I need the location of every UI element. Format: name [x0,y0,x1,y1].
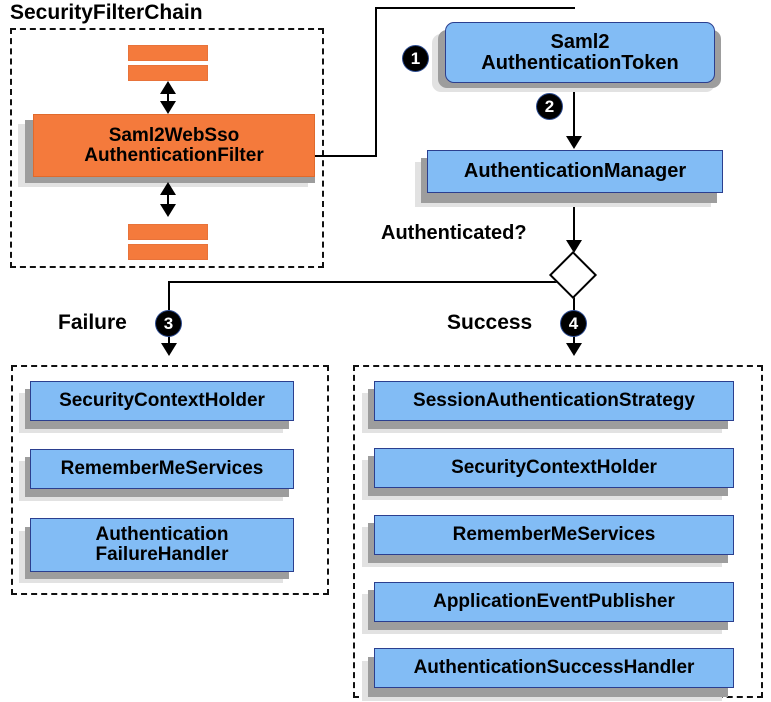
authenticated-decision-diamond [548,250,598,300]
failure-item-3-label-line1: Authentication [95,524,229,546]
token-to-manager-arrow [566,136,582,149]
failure-item-3[interactable]: Authentication FailureHandler [30,518,294,572]
filter-bottom-arrow-up [160,182,176,195]
success-item-3[interactable]: RememberMeServices [374,515,734,555]
failure-branch-group [11,365,329,595]
badge-3: 3 [156,311,181,336]
security-filter-chain-group [10,28,324,268]
authentication-manager-node[interactable]: AuthenticationManager [427,150,723,193]
manager-label: AuthenticationManager [463,160,687,182]
failure-arrow [161,343,177,356]
failure-item-1-label: SecurityContextHolder [59,390,265,412]
failure-item-1[interactable]: SecurityContextHolder [30,381,294,421]
saml2-websso-authentication-filter-node[interactable]: Saml2WebSso AuthenticationFilter [33,114,315,177]
token-label-line1: Saml2 [550,30,610,53]
success-arrow [566,343,582,356]
filter-stripe-top-1 [128,45,208,61]
filter-stripe-top-2 [128,65,208,81]
filter-label-line1: Saml2WebSso [108,124,240,146]
filter-bottom-connector-line [167,184,169,212]
failure-item-2-label: RememberMeServices [60,458,264,480]
success-item-4[interactable]: ApplicationEventPublisher [374,582,734,622]
filter-top-arrow-up [160,81,176,94]
filter-top-connector-line [167,83,169,109]
token-label-line2: AuthenticationToken [481,51,679,74]
failure-label: Failure [58,311,127,334]
manager-to-decision-line [573,193,575,245]
success-item-3-label: RememberMeServices [452,524,656,546]
success-item-2[interactable]: SecurityContextHolder [374,448,734,488]
success-label: Success [447,311,533,334]
failure-item-3-label-line2: FailureHandler [95,544,229,565]
saml2-authentication-token-node[interactable]: Saml2 AuthenticationToken [445,22,715,83]
success-item-5-label: AuthenticationSuccessHandler [413,657,695,679]
failure-item-2[interactable]: RememberMeServices [30,449,294,489]
badge-2: 2 [537,94,562,119]
decision-to-failure-line-h [168,281,558,283]
filter-to-token-line-v [375,7,377,157]
security-filter-chain-title: SecurityFilterChain [10,1,203,24]
filter-stripe-bottom-2 [128,244,208,260]
filter-stripe-bottom-1 [128,224,208,240]
authenticated-question-label: Authenticated? [381,222,527,244]
filter-to-token-line-h2 [375,7,575,9]
filter-top-arrow-down [160,101,176,114]
success-item-1-label: SessionAuthenticationStrategy [413,390,695,412]
success-item-5[interactable]: AuthenticationSuccessHandler [374,648,734,688]
manager-to-decision-arrow [566,240,582,253]
success-item-2-label: SecurityContextHolder [451,457,657,479]
token-to-manager-line [573,83,575,140]
filter-label-line2: AuthenticationFilter [84,144,264,166]
filter-to-token-line-h1 [315,155,377,157]
success-item-1[interactable]: SessionAuthenticationStrategy [374,381,734,421]
badge-4: 4 [561,311,586,336]
badge-1: 1 [403,46,428,71]
filter-bottom-arrow-down [160,204,176,217]
success-item-4-label: ApplicationEventPublisher [433,591,675,613]
